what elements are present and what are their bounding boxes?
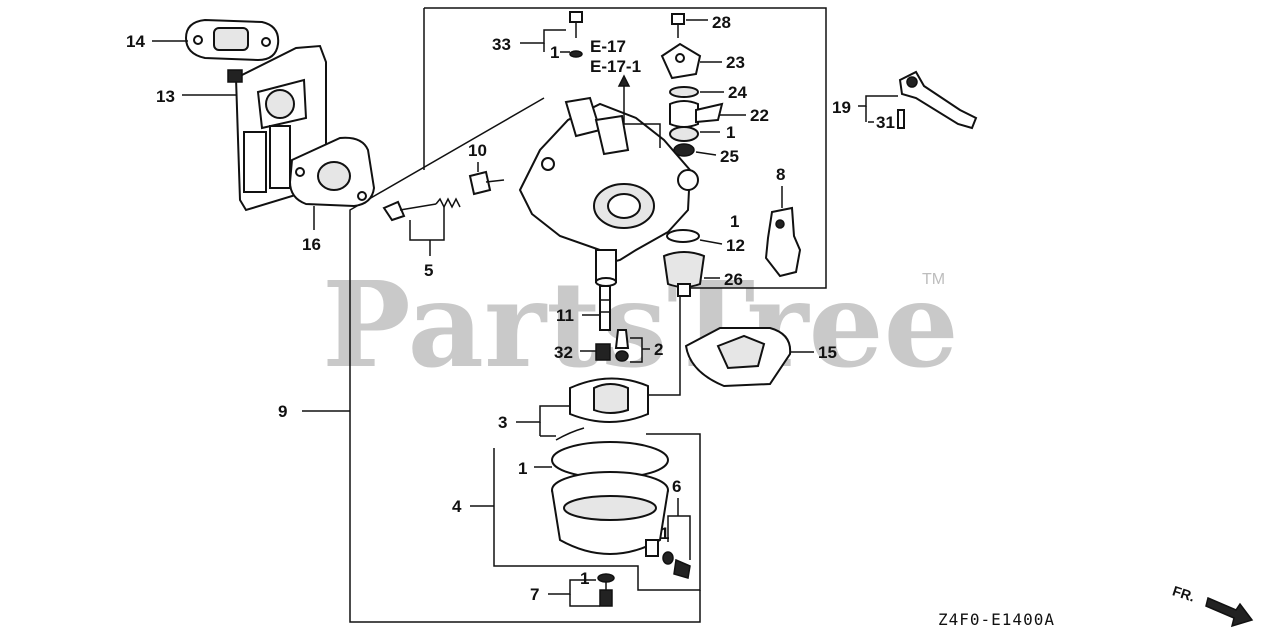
part-26-seat [662, 251, 706, 297]
callout-10: 10 [468, 141, 487, 160]
part-2-needle [614, 329, 630, 362]
part-10-screw [468, 170, 505, 196]
watermark-tm: TM [922, 271, 945, 288]
watermark: PartsTree [322, 255, 959, 394]
callout-12: 12 [726, 236, 745, 255]
part-7-bolt [597, 573, 615, 607]
front-direction-arrow-icon [1205, 596, 1254, 628]
part-28-screw [671, 13, 685, 38]
callout-33: 33 [492, 35, 511, 54]
part-4-float-bowl [551, 471, 669, 557]
part-24-ring [669, 86, 699, 98]
callout-11: 11 [556, 306, 574, 325]
callout-22: 22 [750, 106, 769, 125]
callout-7: 7 [530, 585, 539, 604]
callout-23: 23 [726, 53, 745, 72]
carburetor-body [518, 96, 699, 287]
part-19-lever [897, 70, 978, 130]
callout-1-f: 1 [580, 569, 589, 588]
callout-1-d: 1 [518, 459, 527, 478]
callout-3: 3 [498, 413, 507, 432]
part-8-drain [764, 206, 802, 278]
callout-14: 14 [126, 32, 145, 51]
callout-6: 6 [672, 477, 681, 496]
callout-1-b: 1 [726, 123, 735, 142]
part-5-screw-spring [382, 197, 461, 222]
part-15-gasket [684, 327, 792, 388]
ref-e17: E-17 [590, 37, 626, 56]
callout-1-e: 1 [660, 524, 669, 543]
callout-31: 31 [876, 113, 895, 132]
callout-28: 28 [712, 13, 731, 32]
part-12-ring [666, 229, 700, 243]
assembly-frame [302, 7, 827, 623]
bowl-frame [493, 433, 701, 591]
part-14-gasket [184, 18, 280, 62]
callout-25: 25 [720, 147, 739, 166]
callout-13: 13 [156, 87, 175, 106]
callout-1-c: 1 [730, 212, 739, 231]
part-22-plunger [669, 100, 724, 128]
ref-e17-1: E-17-1 [590, 57, 641, 76]
callout-16: 16 [302, 235, 321, 254]
diagram-code: Z4F0-E1400A [938, 610, 1055, 629]
callout-1-a: 1 [550, 43, 559, 62]
part-33-screw [569, 11, 583, 58]
callout-32: 32 [554, 343, 573, 362]
part-32-jet [595, 343, 611, 361]
part-11-nozzle [599, 285, 611, 331]
direction-label: FR. [1171, 582, 1197, 604]
callout-4: 4 [452, 497, 462, 516]
part-23-cover [660, 42, 702, 80]
callout-8: 8 [776, 165, 785, 184]
callout-9: 9 [278, 402, 287, 421]
callout-19: 19 [832, 98, 851, 117]
part-6-drain-screw [662, 551, 691, 579]
callout-24: 24 [728, 83, 747, 102]
callout-5: 5 [424, 261, 433, 280]
part-3-float [555, 377, 649, 441]
part-25-jet [669, 126, 699, 157]
part-16-gasket [288, 136, 376, 208]
callout-2: 2 [654, 340, 663, 359]
callout-26: 26 [724, 270, 743, 289]
callout-15: 15 [818, 343, 837, 362]
